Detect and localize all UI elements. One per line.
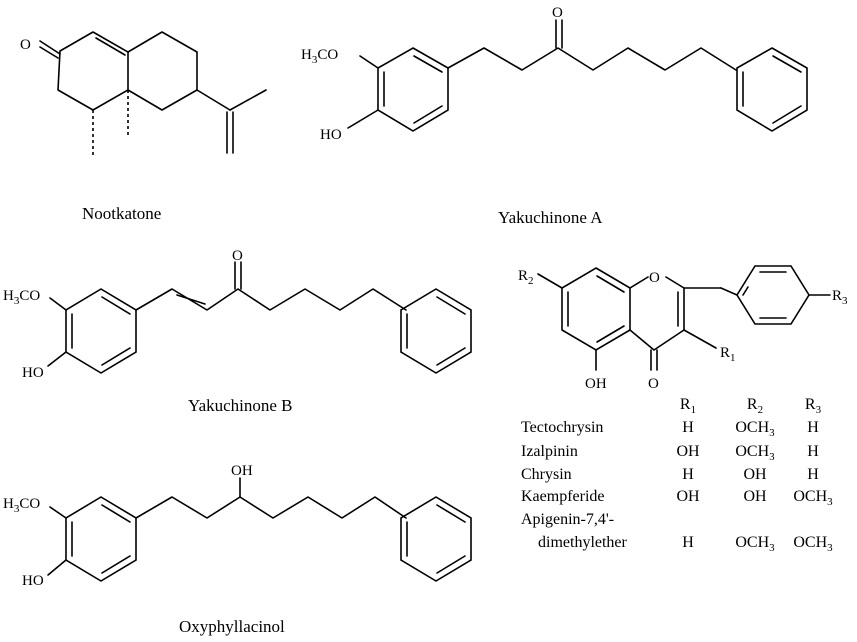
- table-cell-r1: H: [682, 466, 694, 483]
- table-cell-r1: OH: [676, 488, 700, 505]
- nootkatone-oxygen: O: [20, 37, 31, 53]
- table-cell-r3: OCH3: [793, 534, 833, 554]
- yakuchinone-a-label: Yakuchinone A: [498, 208, 603, 227]
- oxyphyllacinol-hydroxyl: HO: [22, 573, 44, 589]
- yakuchinone-a-methoxy: H3CO: [301, 47, 338, 66]
- flavone-keto-oxygen: O: [648, 376, 659, 392]
- table-header-r3: R3: [805, 396, 822, 416]
- table-cell-r2: OCH3: [735, 443, 775, 463]
- table-cell-r1: H: [682, 534, 694, 551]
- table-cell-r2: OCH3: [735, 419, 775, 439]
- table-row-name: Tectochrysin: [521, 419, 603, 436]
- table-cell-r3: H: [807, 466, 819, 483]
- yakuchinone-a-keto-oxygen: O: [552, 5, 563, 21]
- flavone-r3-label: R3: [832, 288, 848, 307]
- table-header-r1: R1: [680, 396, 696, 416]
- oxyphyllacinol-hydroxyl-chain: OH: [231, 463, 253, 479]
- table-cell-r3: H: [807, 419, 819, 436]
- yakuchinone-a-structure: O H3CO HO: [301, 5, 808, 143]
- table-cell-r2: OCH3: [735, 534, 775, 554]
- oxyphyllacinol-structure: OH H3CO HO: [3, 463, 472, 589]
- yakuchinone-b-keto-oxygen: O: [232, 248, 243, 264]
- table-cell-r2: OH: [743, 488, 767, 505]
- yakuchinone-b-hydroxyl: HO: [22, 365, 44, 381]
- nootkatone-structure: O: [20, 31, 267, 155]
- flavone-r1-label: R1: [720, 345, 736, 364]
- table-cell-r1: H: [682, 419, 694, 436]
- flavone-structure: O O OH R2 R1 R3: [518, 265, 848, 392]
- table-cell-r1: OH: [676, 443, 700, 460]
- flavone-r2-label: R2: [518, 268, 534, 287]
- yakuchinone-b-label: Yakuchinone B: [188, 396, 293, 415]
- table-cell-r3: H: [807, 443, 819, 460]
- table-row-name: Apigenin-7,4'-: [521, 511, 614, 528]
- table-header-r2: R2: [747, 396, 763, 416]
- yakuchinone-b-structure: O H3CO HO: [3, 248, 472, 381]
- table-row-name-continued: dimethylether: [538, 534, 628, 551]
- oxyphyllacinol-methoxy: H3CO: [3, 496, 40, 515]
- yakuchinone-b-methoxy: H3CO: [3, 288, 40, 307]
- table-row-name: Izalpinin: [521, 443, 578, 460]
- table-row-name: Kaempferide: [521, 488, 605, 505]
- flavone-ring-oxygen: O: [649, 270, 660, 286]
- oxyphyllacinol-label: Oxyphyllacinol: [179, 617, 285, 636]
- yakuchinone-a-hydroxyl: HO: [320, 127, 342, 143]
- table-row-name: Chrysin: [521, 466, 572, 483]
- table-cell-r3: OCH3: [793, 488, 833, 508]
- flavone-hydroxyl: OH: [585, 376, 607, 392]
- nootkatone-label: Nootkatone: [82, 204, 161, 223]
- table-cell-r2: OH: [743, 466, 767, 483]
